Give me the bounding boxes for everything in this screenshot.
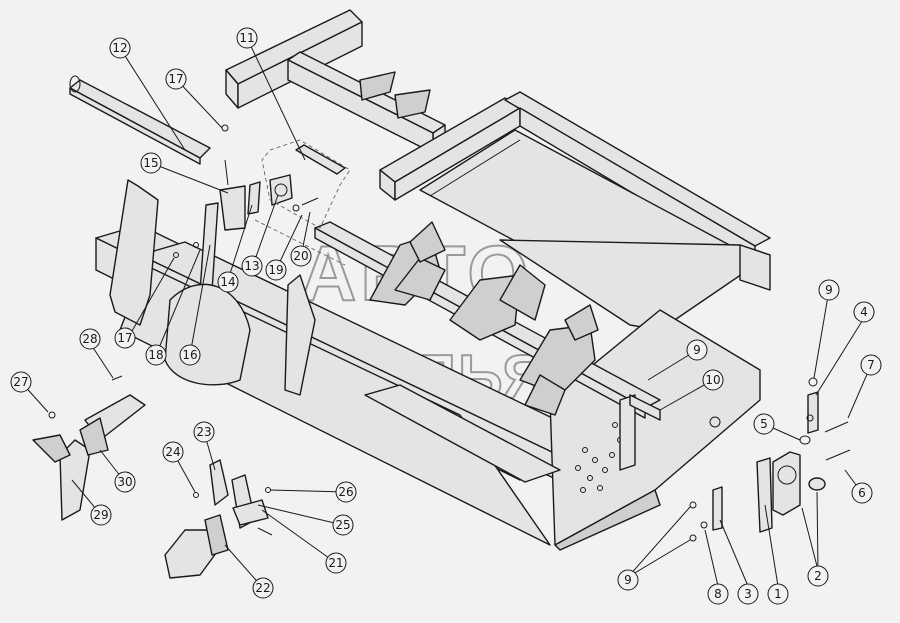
callout-19: 19 <box>265 259 287 281</box>
callout-label: 13 <box>244 259 259 273</box>
callout-label: 9 <box>825 283 833 297</box>
callout-14: 14 <box>217 271 239 293</box>
callout-label: 19 <box>268 263 283 277</box>
callout-label: 17 <box>168 72 183 86</box>
callout-label: 27 <box>13 375 28 389</box>
callout-8: 8 <box>707 583 729 605</box>
callout-label: 5 <box>760 417 768 431</box>
callout-label: 14 <box>220 275 235 289</box>
callout-17-top: 17 <box>165 68 187 90</box>
callout-7: 7 <box>860 354 882 376</box>
callout-9-mid: 9 <box>686 339 708 361</box>
callout-18: 18 <box>145 344 167 366</box>
callout-10: 10 <box>702 369 724 391</box>
callout-5: 5 <box>753 413 775 435</box>
callout-label: 23 <box>196 425 211 439</box>
center-knife-assembly <box>164 459 273 579</box>
callout-27: 27 <box>10 371 32 393</box>
callout-label: 21 <box>328 556 343 570</box>
callout-label: 9 <box>693 343 701 357</box>
callout-30: 30 <box>114 471 136 493</box>
callout-28: 28 <box>79 328 101 350</box>
right-bracket-assembly <box>619 394 661 471</box>
callout-21: 21 <box>325 552 347 574</box>
callout-3: 3 <box>737 583 759 605</box>
shaft-11 <box>254 139 351 266</box>
callout-1: 1 <box>767 583 789 605</box>
callout-label: 3 <box>744 587 752 601</box>
right-small-parts <box>689 377 851 542</box>
callout-26: 26 <box>335 481 357 503</box>
callout-label: 1 <box>774 587 782 601</box>
callout-label: 8 <box>714 587 722 601</box>
callouts: 1 2 3 4 5 6 7 8 9 9 9 10 11 12 13 14 15 … <box>10 27 882 605</box>
callout-24: 24 <box>162 441 184 463</box>
callout-label: 24 <box>165 445 180 459</box>
callout-label: 4 <box>860 305 868 319</box>
callout-15: 15 <box>140 152 162 174</box>
callout-9-right: 9 <box>818 279 840 301</box>
callout-label: 20 <box>293 249 308 263</box>
callout-25: 25 <box>332 514 354 536</box>
callout-label: 18 <box>148 348 163 362</box>
callout-label: 22 <box>255 581 270 595</box>
callout-23: 23 <box>193 421 215 443</box>
callout-16: 16 <box>179 344 201 366</box>
callout-12: 12 <box>109 37 131 59</box>
callout-6: 6 <box>851 482 873 504</box>
callout-label: 2 <box>814 569 822 583</box>
callout-label: 12 <box>112 41 127 55</box>
left-knife-assembly <box>32 375 146 521</box>
callout-label: 28 <box>82 332 97 346</box>
callout-2: 2 <box>807 565 829 587</box>
callout-label: 17 <box>117 331 132 345</box>
tube-12 <box>69 75 211 165</box>
callout-20: 20 <box>290 245 312 267</box>
callout-9-bottom: 9 <box>617 569 639 591</box>
callout-label: 9 <box>624 573 632 587</box>
callout-label: 26 <box>338 485 353 499</box>
main-frame <box>225 9 771 331</box>
callout-label: 10 <box>705 373 720 387</box>
callout-label: 25 <box>335 518 350 532</box>
callout-label: 30 <box>117 475 132 489</box>
callout-label: 29 <box>93 508 108 522</box>
callout-29: 29 <box>90 504 112 526</box>
callout-22: 22 <box>252 577 274 599</box>
callout-label: 15 <box>143 156 158 170</box>
callout-label: 6 <box>858 486 866 500</box>
callout-label: 11 <box>239 31 254 45</box>
callout-11: 11 <box>236 27 258 49</box>
callout-4: 4 <box>853 301 875 323</box>
callout-13: 13 <box>241 255 263 277</box>
callout-label: 16 <box>182 348 197 362</box>
callout-17-left: 17 <box>114 327 136 349</box>
callout-label: 7 <box>867 358 875 372</box>
rotor-shaft <box>314 221 661 419</box>
